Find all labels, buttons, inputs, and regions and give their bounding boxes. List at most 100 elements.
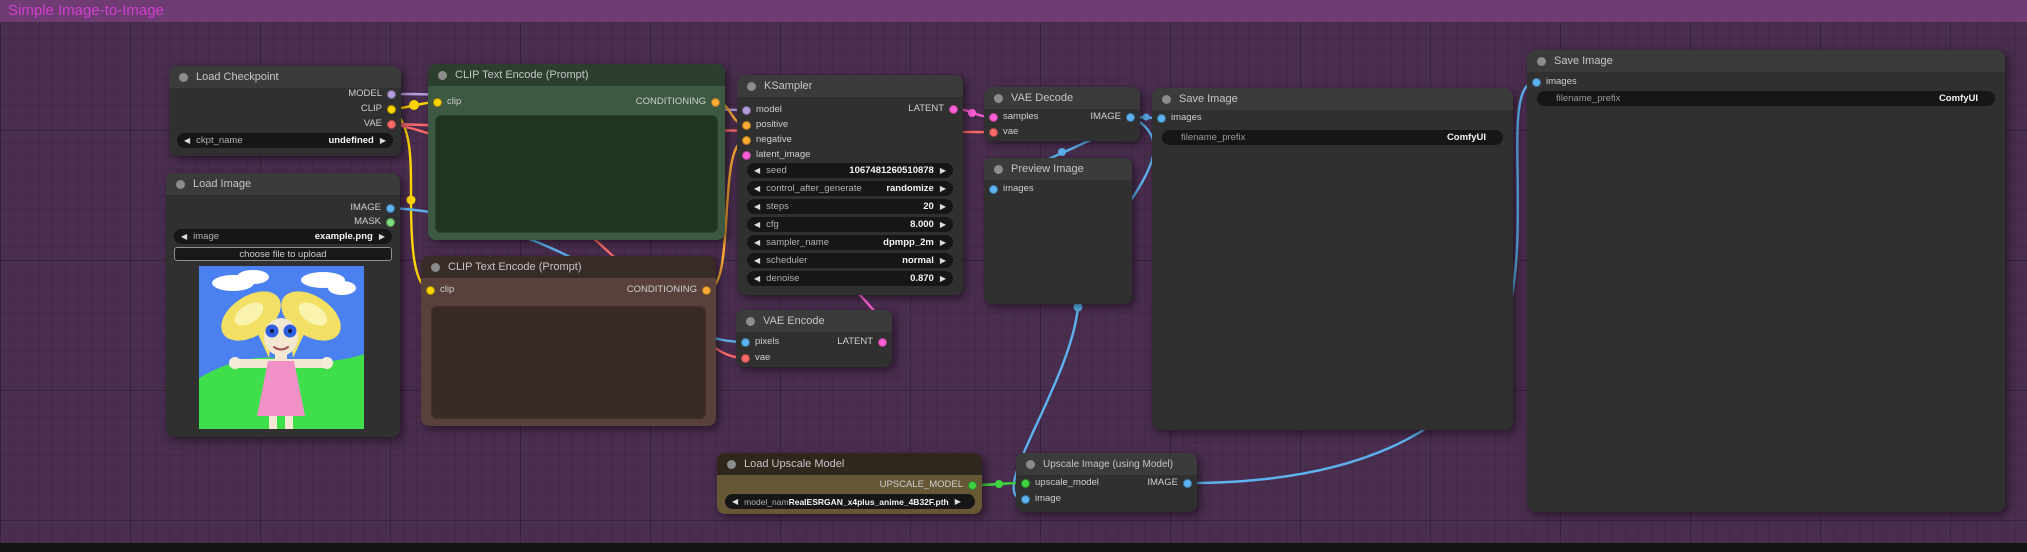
conditioning-output-port[interactable]: [702, 285, 711, 295]
node-load-image[interactable]: Load Image IMAGE MASK image example.png …: [166, 173, 400, 437]
increment-arrow-icon[interactable]: [940, 184, 946, 193]
node-preview-image[interactable]: Preview Image images: [984, 158, 1132, 304]
conditioning-output-port[interactable]: [711, 97, 720, 107]
node-clip-text-encode-negative[interactable]: CLIP Text Encode (Prompt) clip CONDITION…: [421, 256, 716, 426]
collapse-dot-icon[interactable]: [727, 459, 736, 469]
node-titlebar[interactable]: Load Upscale Model: [717, 453, 982, 475]
cfg-widget[interactable]: cfg 8.000: [747, 217, 953, 232]
collapse-dot-icon[interactable]: [1537, 56, 1546, 66]
node-load-checkpoint[interactable]: Load Checkpoint MODEL CLIP VAE ckpt_name…: [169, 66, 401, 156]
node-ksampler[interactable]: KSampler LATENT model positive negative …: [737, 75, 963, 295]
node-titlebar[interactable]: VAE Encode: [736, 310, 892, 332]
upscale-model-input-port[interactable]: [1021, 478, 1030, 488]
node-titlebar[interactable]: Load Image: [166, 173, 400, 195]
decrement-arrow-icon[interactable]: [754, 166, 760, 175]
collapse-dot-icon[interactable]: [994, 93, 1003, 103]
choose-file-button[interactable]: choose file to upload: [174, 247, 392, 261]
mask-output-port[interactable]: [386, 217, 395, 227]
node-titlebar[interactable]: VAE Decode: [984, 87, 1140, 109]
node-save-image-2[interactable]: Save Image images filename_prefix ComfyU…: [1527, 50, 2005, 512]
sampler-name-widget[interactable]: sampler_name dpmpp_2m: [747, 235, 953, 250]
images-input-port[interactable]: [1532, 77, 1541, 87]
node-upscale-image[interactable]: Upscale Image (using Model) upscale_mode…: [1016, 453, 1197, 512]
negative-input-port[interactable]: [742, 135, 751, 145]
latent-image-input-port[interactable]: [742, 150, 751, 160]
decrement-arrow-icon[interactable]: [184, 136, 190, 145]
image-output-port[interactable]: [1126, 112, 1135, 122]
node-vae-decode[interactable]: VAE Decode samples IMAGE vae: [984, 87, 1140, 141]
vae-input-port[interactable]: [741, 353, 750, 363]
increment-arrow-icon[interactable]: [379, 232, 385, 241]
decrement-arrow-icon[interactable]: [754, 274, 760, 283]
latent-output-port[interactable]: [878, 337, 887, 347]
node-titlebar[interactable]: CLIP Text Encode (Prompt): [428, 64, 725, 86]
decrement-arrow-icon[interactable]: [754, 184, 760, 193]
node-titlebar[interactable]: CLIP Text Encode (Prompt): [421, 256, 716, 278]
node-save-image-1[interactable]: Save Image images filename_prefix ComfyU…: [1152, 88, 1513, 430]
increment-arrow-icon[interactable]: [940, 256, 946, 265]
node-titlebar[interactable]: Preview Image: [984, 158, 1132, 180]
vae-input-port[interactable]: [989, 127, 998, 137]
decrement-arrow-icon[interactable]: [754, 238, 760, 247]
positive-input-port[interactable]: [742, 120, 751, 130]
model-name-combo[interactable]: model_nam RealESRGAN_x4plus_anime_4B32F.…: [725, 494, 975, 509]
increment-arrow-icon[interactable]: [380, 136, 386, 145]
filename-prefix-field[interactable]: filename_prefix ComfyUI: [1537, 91, 1995, 106]
node-titlebar[interactable]: Upscale Image (using Model): [1016, 453, 1197, 475]
node-titlebar[interactable]: Save Image: [1527, 50, 2005, 72]
node-vae-encode[interactable]: VAE Encode pixels LATENT vae: [736, 310, 892, 367]
increment-arrow-icon[interactable]: [940, 202, 946, 211]
increment-arrow-icon[interactable]: [940, 274, 946, 283]
decrement-arrow-icon[interactable]: [754, 220, 760, 229]
model-input-port[interactable]: [742, 105, 751, 115]
samples-input-port[interactable]: [989, 112, 998, 122]
image-input-port[interactable]: [1021, 494, 1030, 504]
denoise-widget[interactable]: denoise 0.870: [747, 271, 953, 286]
decrement-arrow-icon[interactable]: [732, 497, 738, 506]
image-output-port[interactable]: [386, 203, 395, 213]
node-titlebar[interactable]: KSampler: [737, 75, 963, 97]
clip-input-port[interactable]: [433, 97, 442, 107]
steps-widget[interactable]: steps 20: [747, 199, 953, 214]
collapse-dot-icon[interactable]: [438, 70, 447, 80]
node-titlebar[interactable]: Save Image: [1152, 88, 1513, 110]
control-after-generate-widget[interactable]: control_after_generate randomize: [747, 181, 953, 196]
group-title-bar[interactable]: [0, 0, 2027, 22]
increment-arrow-icon[interactable]: [955, 497, 961, 506]
scheduler-widget[interactable]: scheduler normal: [747, 253, 953, 268]
filename-prefix-field[interactable]: filename_prefix ComfyUI: [1162, 130, 1503, 145]
seed-widget[interactable]: seed 1067481260510878: [747, 163, 953, 178]
model-output-port[interactable]: [387, 89, 396, 99]
prompt-textarea[interactable]: [436, 116, 717, 232]
ckpt-name-combo[interactable]: ckpt_name undefined: [177, 133, 393, 148]
decrement-arrow-icon[interactable]: [181, 232, 187, 241]
decrement-arrow-icon[interactable]: [754, 256, 760, 265]
node-titlebar[interactable]: Load Checkpoint: [169, 66, 401, 88]
prompt-textarea[interactable]: [432, 307, 705, 418]
node-clip-text-encode-positive[interactable]: CLIP Text Encode (Prompt) clip CONDITION…: [428, 64, 725, 240]
increment-arrow-icon[interactable]: [940, 166, 946, 175]
node-load-upscale-model[interactable]: Load Upscale Model UPSCALE_MODEL model_n…: [717, 453, 982, 514]
images-input-port[interactable]: [989, 184, 998, 194]
decrement-arrow-icon[interactable]: [754, 202, 760, 211]
collapse-dot-icon[interactable]: [994, 164, 1003, 174]
images-input-port[interactable]: [1157, 113, 1166, 123]
collapse-dot-icon[interactable]: [1026, 459, 1035, 469]
collapse-dot-icon[interactable]: [746, 316, 755, 326]
vae-output-port[interactable]: [387, 119, 396, 129]
collapse-dot-icon[interactable]: [179, 72, 188, 82]
image-combo[interactable]: image example.png: [174, 229, 392, 244]
image-output-port[interactable]: [1183, 478, 1192, 488]
clip-input-port[interactable]: [426, 285, 435, 295]
collapse-dot-icon[interactable]: [1162, 94, 1171, 104]
node-title: KSampler: [764, 80, 813, 92]
collapse-dot-icon[interactable]: [431, 262, 440, 272]
pixels-input-port[interactable]: [741, 337, 750, 347]
collapse-dot-icon[interactable]: [747, 81, 756, 91]
increment-arrow-icon[interactable]: [940, 238, 946, 247]
upscale-model-output-port[interactable]: [968, 480, 977, 490]
clip-output-port[interactable]: [387, 104, 396, 114]
collapse-dot-icon[interactable]: [176, 179, 185, 189]
increment-arrow-icon[interactable]: [940, 220, 946, 229]
